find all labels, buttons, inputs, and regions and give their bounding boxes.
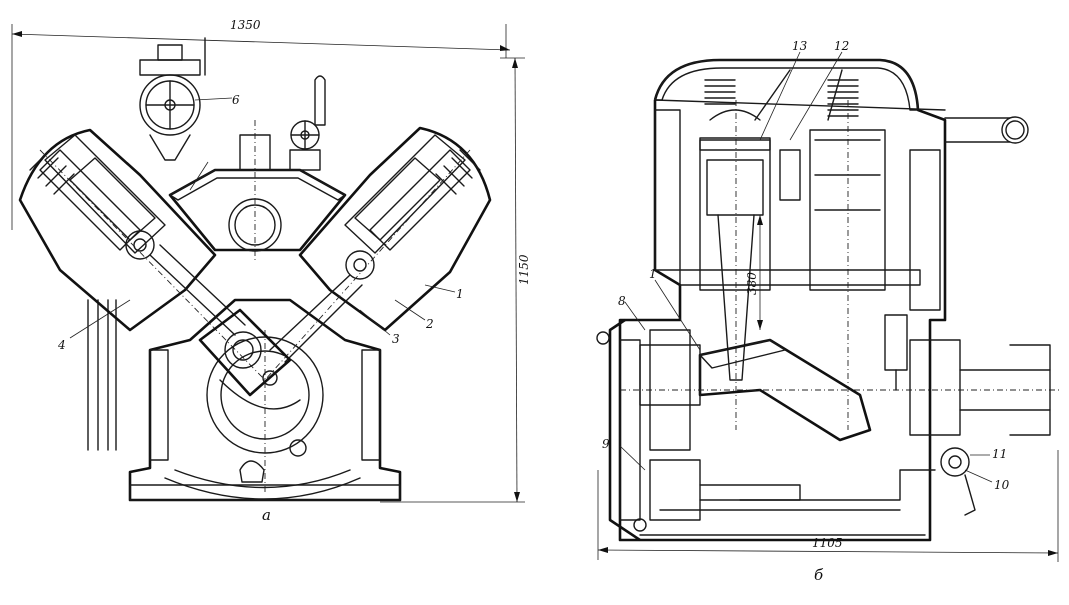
- callout-a-5: 6: [232, 93, 240, 107]
- center-housing-a: [168, 120, 347, 260]
- caption-b: б: [814, 566, 824, 584]
- callout-b-9: 9: [602, 437, 610, 451]
- callout-b-13: 13: [792, 39, 808, 53]
- leaders-a: [69, 97, 456, 339]
- flywheel-b: [596, 318, 701, 542]
- dim-width-b: [597, 450, 1059, 562]
- left-cylinder-a: [18, 128, 266, 381]
- crank-assembly-a: [198, 308, 301, 410]
- callout-b-8: 8: [618, 294, 626, 308]
- caption-a: a: [262, 506, 271, 524]
- dim-height-a-label: 1150: [517, 254, 531, 285]
- dim-width-a-label: 1350: [230, 18, 261, 32]
- dim-height-a: [380, 57, 525, 503]
- leaders-b: [619, 51, 993, 483]
- crankshaft-b: [620, 314, 1060, 451]
- view-b: 380 1105 13 12 1 8 9 10 11 б: [596, 39, 1060, 584]
- block-body-b: [618, 69, 947, 542]
- oil-system-b: [639, 447, 976, 536]
- callout-b-12: 12: [834, 39, 849, 53]
- callout-a-1: 1: [456, 287, 464, 301]
- callout-b-10: 10: [994, 478, 1010, 492]
- callout-a-3: 3: [392, 332, 400, 346]
- dim-stroke-b-label: 380: [745, 272, 759, 295]
- crankcase-a: [87, 298, 402, 502]
- view-a: 1350 1150: [11, 18, 531, 524]
- callout-a-4: 4: [57, 338, 66, 352]
- callout-b-1: 1: [649, 267, 657, 281]
- dim-stroke-b: [757, 215, 763, 330]
- dim-width-b-label: 1105: [812, 536, 843, 550]
- callout-a-2: 2: [425, 317, 434, 331]
- dim-width-a: [11, 24, 511, 230]
- right-cylinder-a: [264, 126, 492, 381]
- callout-b-11: 11: [992, 447, 1007, 461]
- top-cover-b: [653, 58, 1029, 145]
- handwheel-small-a: [289, 75, 326, 171]
- handwheel-5: [139, 37, 206, 161]
